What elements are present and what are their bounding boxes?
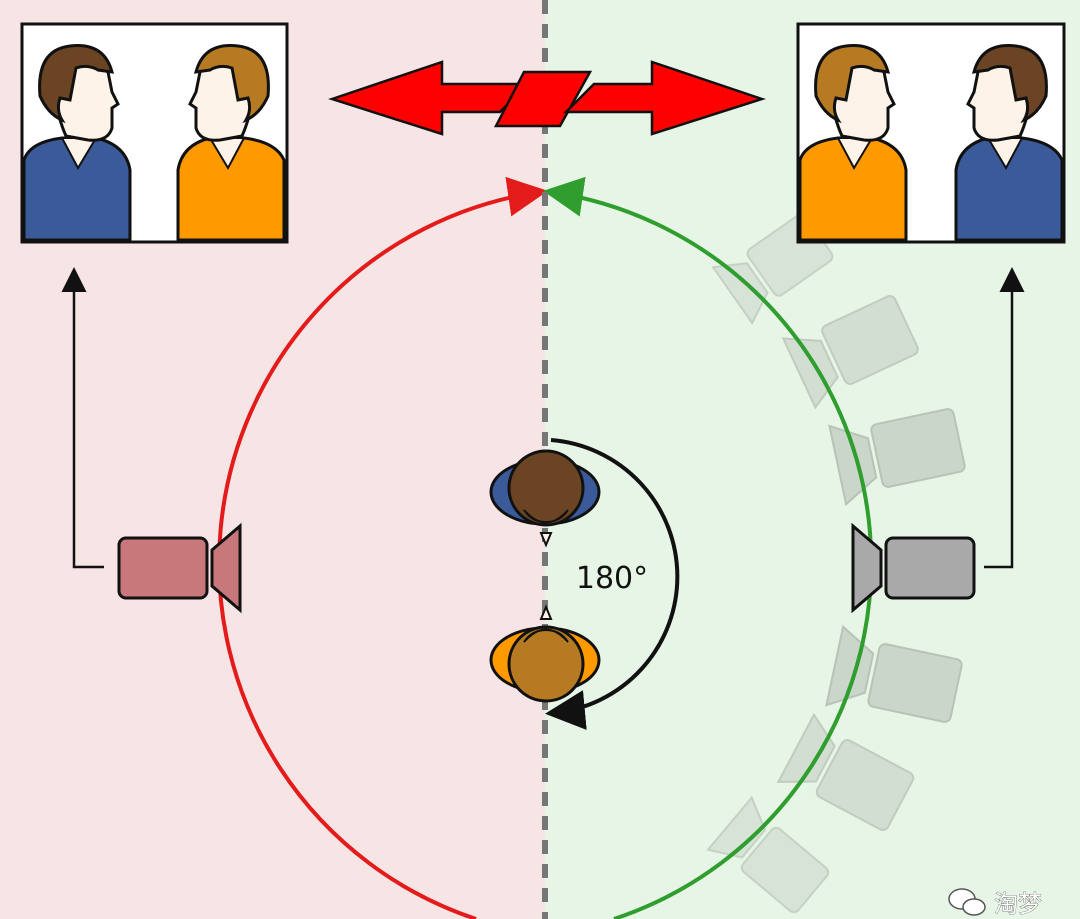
watermark-text: 淘梦	[994, 890, 1042, 918]
broken-double-arrow-icon	[327, 60, 767, 136]
person-blue-top-view	[489, 449, 601, 548]
person-orange-top-view	[489, 604, 601, 703]
ghost-cameras	[706, 213, 966, 914]
ghost-camera-icon	[706, 795, 830, 914]
ghost-camera-icon	[781, 295, 919, 410]
angle-label: 180°	[576, 561, 648, 596]
left-camera-connector	[61, 267, 104, 569]
green-arc	[543, 176, 874, 919]
camera-left-icon	[117, 522, 242, 614]
person-orange-icon	[798, 44, 908, 242]
person-orange-icon	[176, 44, 286, 242]
watermark: 淘梦	[948, 888, 1042, 918]
ghost-camera-icon	[776, 712, 915, 831]
red-arc	[217, 176, 548, 919]
person-blue-icon	[954, 44, 1064, 242]
camera-right-icon	[851, 522, 976, 614]
right-camera-connector	[984, 267, 1025, 569]
wechat-icon	[948, 888, 986, 916]
frame-left	[20, 22, 289, 244]
rotation-arc	[545, 438, 680, 730]
person-blue-icon	[22, 44, 132, 242]
frame-right	[796, 22, 1066, 244]
